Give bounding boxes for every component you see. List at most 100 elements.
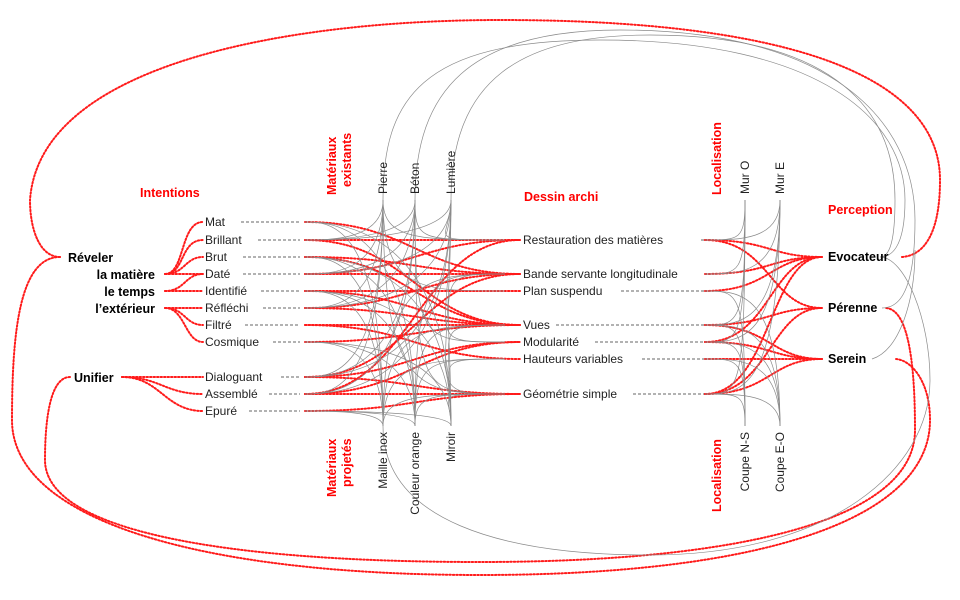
link-red [304, 324, 521, 343]
link-red [704, 341, 823, 360]
root-exterieur: l’extérieur [95, 302, 155, 316]
root-unifier: Unifier [74, 371, 114, 385]
link-gray [704, 341, 781, 427]
perception-node: Pérenne [828, 301, 877, 315]
dessin-archi-node: Plan suspendu [523, 284, 602, 298]
intention-node: Brut [205, 250, 228, 264]
links-layer [10, 18, 942, 577]
intention-node: Cosmique [205, 335, 259, 349]
link-gray [704, 199, 781, 395]
localisation-bottom-node: Coupe N-S [738, 432, 752, 491]
root-reveler: Réveler [68, 251, 113, 265]
perception-node: Serein [828, 352, 866, 366]
header-materiaux-projetes: Matériaux projetés [325, 438, 354, 497]
link-red [304, 273, 521, 378]
link-gray-outer [871, 249, 916, 360]
dessin-archi-node: Restauration des matières [523, 233, 663, 247]
link-gray-outer [382, 39, 906, 258]
link-gray [382, 199, 506, 241]
link-gray [382, 199, 506, 292]
link-red [704, 256, 823, 275]
header-dessin-archi: Dessin archi [524, 190, 598, 204]
link-gray [445, 199, 506, 241]
link-gray [704, 199, 781, 326]
link-red-outer [10, 256, 932, 577]
link-gray [704, 393, 781, 427]
link-red [121, 376, 204, 395]
intention-node: Identifié [205, 284, 247, 298]
link-gray [304, 199, 452, 309]
localisation-top-node: Mur E [773, 162, 787, 194]
link-red-outer [28, 18, 942, 258]
link-gray [704, 290, 781, 427]
link-gray [304, 410, 452, 427]
intention-node: Dialoguant [205, 370, 263, 384]
link-red [304, 239, 521, 395]
nodes-layer: MatBrillantBrutDatéIdentifiéRéfléchiFilt… [205, 150, 889, 514]
link-gray [304, 341, 452, 427]
link-gray [414, 393, 506, 427]
intention-node: Mat [205, 215, 226, 229]
link-gray [704, 199, 781, 241]
header-materiaux-existants: Matériaux existants [325, 133, 354, 195]
link-gray [704, 199, 781, 275]
link-gray [304, 290, 452, 427]
intention-node: Brillant [205, 233, 242, 247]
intention-node: Assemblé [205, 387, 258, 401]
dessin-archi-node: Hauteurs variables [523, 352, 623, 366]
link-red [704, 239, 823, 258]
materiaux-existants-node: Béton [408, 163, 422, 194]
link-gray [447, 273, 506, 427]
link-gray [304, 341, 384, 427]
materiaux-existants-node: Pierre [376, 162, 390, 194]
link-red [164, 307, 204, 343]
link-gray [304, 256, 452, 427]
svg-text:Matériaux: Matériaux [325, 439, 339, 497]
link-gray [304, 199, 416, 241]
link-gray [304, 199, 384, 241]
link-red [704, 307, 823, 326]
link-gray [304, 199, 452, 275]
materiaux-existants-node: Lumière [444, 150, 458, 194]
intention-node: Filtré [205, 318, 232, 332]
link-gray [704, 199, 781, 343]
link-gray-outer [450, 34, 896, 258]
dessin-archi-node: Géométrie simple [523, 387, 617, 401]
link-gray [704, 199, 746, 241]
link-gray [704, 358, 781, 427]
materiaux-projetes-node: Maille inox [376, 432, 390, 489]
link-gray [704, 199, 746, 395]
svg-text:existants: existants [340, 133, 354, 187]
link-red [304, 221, 521, 275]
link-gray [704, 393, 746, 427]
link-gray [445, 199, 506, 395]
dessin-archi-node: Vues [523, 318, 550, 332]
svg-text:projetés: projetés [340, 438, 354, 487]
link-red [304, 324, 521, 360]
link-gray-outer [382, 256, 931, 556]
header-perception: Perception [828, 203, 893, 217]
intention-node: Réfléchi [205, 301, 248, 315]
link-gray [704, 324, 781, 427]
link-gray [382, 199, 506, 395]
link-gray [414, 199, 506, 241]
materiaux-projetes-node: Couleur orange [408, 432, 422, 515]
link-red [704, 358, 823, 395]
header-localisation-top: Localisation [710, 122, 724, 195]
link-red [704, 256, 823, 395]
link-red [704, 307, 823, 395]
link-red [121, 376, 204, 412]
perception-node: Evocateur [828, 250, 889, 264]
localisation-bottom-node: Coupe E-O [773, 432, 787, 492]
link-gray [304, 221, 416, 427]
link-gray [445, 199, 506, 343]
link-gray [447, 393, 506, 427]
intention-node: Daté [205, 267, 231, 281]
header-localisation-bottom: Localisation [710, 439, 724, 512]
localisation-top-node: Mur O [738, 161, 752, 194]
dessin-archi-node: Bande servante longitudinale [523, 267, 678, 281]
link-gray [304, 199, 452, 378]
link-red [704, 256, 823, 292]
